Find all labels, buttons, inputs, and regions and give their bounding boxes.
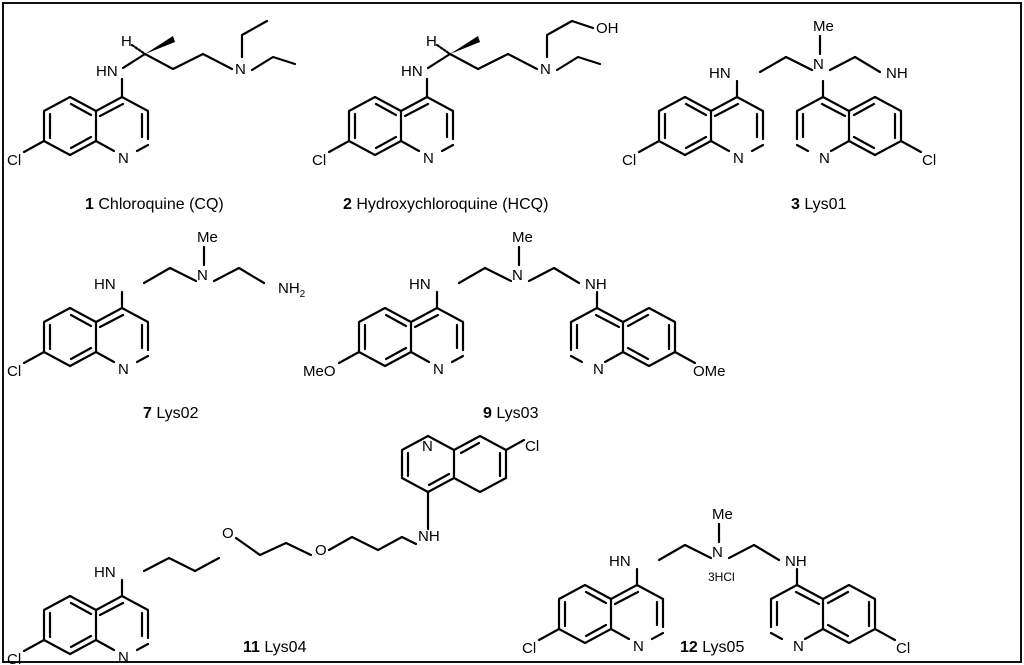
hydrogen-label: H bbox=[121, 33, 132, 50]
amine-label: NH bbox=[418, 528, 440, 545]
compound-1-caption: 1 Chloroquine (CQ) bbox=[85, 196, 224, 213]
methyl-label: Me bbox=[197, 229, 218, 246]
amine-label: HN bbox=[94, 276, 116, 293]
tertiary-amine-label: N bbox=[512, 267, 523, 284]
compound-9-caption: 9 Lys03 bbox=[483, 405, 539, 422]
chlorine-label: Cl bbox=[922, 152, 936, 169]
ring-nitrogen-label: N bbox=[433, 361, 444, 378]
hydroxyl-label: OH bbox=[596, 20, 619, 37]
tertiary-amine-label: N bbox=[813, 56, 824, 73]
salt-label: 3HCl bbox=[708, 570, 735, 584]
ring-nitrogen-label: N bbox=[819, 150, 830, 167]
chlorine-label: Cl bbox=[622, 152, 636, 169]
primary-amine-label: NH2 bbox=[278, 280, 306, 300]
methoxy-label: MeO bbox=[303, 363, 336, 380]
ring-nitrogen-label: N bbox=[633, 638, 644, 655]
ring-nitrogen-label: N bbox=[593, 361, 604, 378]
tertiary-amine-label: N bbox=[235, 61, 246, 78]
compound-12-caption: 12 Lys05 bbox=[680, 639, 744, 656]
ether-oxygen-label: O bbox=[222, 525, 234, 542]
chlorine-label: Cl bbox=[896, 640, 910, 657]
tertiary-amine-label: N bbox=[197, 267, 208, 284]
methyl-label: Me bbox=[512, 229, 533, 246]
methyl-label: Me bbox=[712, 506, 733, 523]
compound-3-structure: Cl N HN N Me Cl N NH bbox=[622, 18, 936, 169]
amine-label: NH bbox=[886, 65, 908, 82]
amine-label: HN bbox=[409, 276, 431, 293]
amine-label: HN bbox=[96, 63, 118, 80]
amine-label: NH bbox=[785, 553, 807, 570]
ether-oxygen-label: O bbox=[315, 542, 327, 559]
amine-label: NH bbox=[585, 276, 607, 293]
ring-nitrogen-label: N bbox=[423, 150, 434, 167]
amine-label: HN bbox=[609, 553, 631, 570]
chlorine-label: Cl bbox=[7, 363, 21, 380]
compound-2-caption: 2 Hydroxychloroquine (HCQ) bbox=[343, 196, 548, 213]
ring-nitrogen-label: N bbox=[118, 150, 129, 167]
compound-7-caption: 7 Lys02 bbox=[143, 405, 199, 422]
compound-7-structure: Cl N HN N Me NH2 bbox=[7, 229, 306, 380]
compound-11-structure: Cl N HN O O NH N Cl bbox=[7, 434, 539, 665]
methoxy-label: OMe bbox=[693, 363, 726, 380]
compound-3-caption: 3 Lys01 bbox=[791, 196, 847, 213]
tertiary-amine-label: N bbox=[540, 61, 551, 78]
chlorine-label: Cl bbox=[7, 651, 21, 665]
chlorine-label: Cl bbox=[522, 640, 536, 657]
ring-nitrogen-label: N bbox=[118, 361, 129, 378]
compound-1-structure: Cl N HN H N bbox=[7, 19, 297, 169]
compound-9-structure: MeO N HN N Me OMe N NH bbox=[303, 229, 726, 380]
tertiary-amine-label: N bbox=[712, 544, 723, 561]
ring-nitrogen-label: N bbox=[422, 438, 433, 455]
amine-label: HN bbox=[401, 63, 423, 80]
compound-12-structure: Cl N HN N Me 3HCl Cl N NH bbox=[522, 506, 910, 657]
ring-nitrogen-label: N bbox=[733, 150, 744, 167]
ring-nitrogen-label: N bbox=[793, 638, 804, 655]
chlorine-label: Cl bbox=[312, 152, 326, 169]
chlorine-label: Cl bbox=[525, 438, 539, 455]
chlorine-label: Cl bbox=[7, 152, 21, 169]
amine-label: HN bbox=[709, 65, 731, 82]
hydrogen-label: H bbox=[426, 33, 437, 50]
amine-label: HN bbox=[94, 564, 116, 581]
compound-11-caption: 11 Lys04 bbox=[243, 639, 307, 656]
compound-2-structure: Cl N HN H N OH bbox=[312, 19, 619, 169]
methyl-label: Me bbox=[813, 18, 834, 35]
ring-nitrogen-label: N bbox=[118, 649, 129, 665]
